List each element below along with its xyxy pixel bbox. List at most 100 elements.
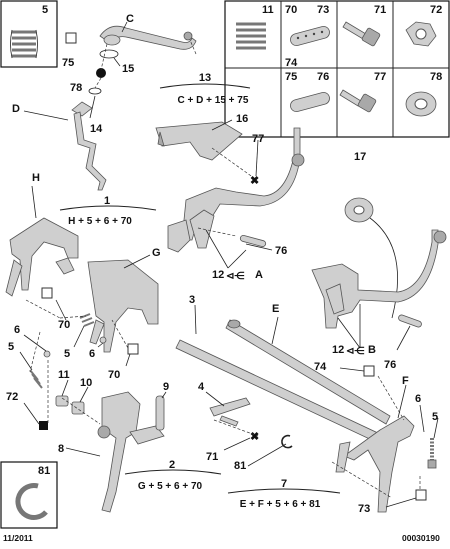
circlip-icon <box>15 483 48 520</box>
callout-71: 71 <box>206 451 218 463</box>
callout-A: A <box>255 269 263 281</box>
callout-70-left: 70 <box>58 319 70 331</box>
pin-76-upper <box>239 235 267 247</box>
callout-6-center: 6 <box>89 348 95 360</box>
callout-9: 9 <box>163 381 169 393</box>
callout-C: C <box>126 13 134 25</box>
arrow-icon-B: ⊲⋲ <box>346 346 364 357</box>
legend-frame <box>0 0 58 68</box>
callout-F: F <box>402 375 409 387</box>
callout-3: 3 <box>189 294 195 306</box>
legend-label-71: 71 <box>374 4 386 16</box>
nut-72-icon <box>405 21 437 47</box>
callout-1: 1 <box>104 195 110 207</box>
callout-17: 17 <box>354 151 366 163</box>
callout-13: 13 <box>199 72 211 84</box>
interlock-plate-4 <box>209 397 251 427</box>
fork-G <box>87 259 159 353</box>
callout-E: E <box>272 303 279 315</box>
legend-label-11: 11 <box>262 4 274 16</box>
ball-6-center <box>99 336 107 344</box>
selector-rail-assembly <box>167 127 305 253</box>
callout-77: 77 <box>252 133 264 145</box>
dowel-pin-icon <box>290 25 330 47</box>
bolt-72-marker <box>39 421 48 430</box>
callout-12-A: 12 <box>212 269 224 281</box>
callout-74: 74 <box>314 361 327 373</box>
callout-6-left: 6 <box>14 324 20 336</box>
circlip-81 <box>281 434 293 449</box>
group-7: 7 E + F + 5 + 6 + 81 <box>227 478 341 510</box>
callout-14: 14 <box>90 123 103 135</box>
legend-label-81: 81 <box>38 465 50 477</box>
group-1: 1 H + 5 + 6 + 70 <box>59 195 157 227</box>
lever-8 <box>97 391 141 513</box>
callout-7: 7 <box>281 478 287 490</box>
callout-15: 15 <box>122 63 134 75</box>
spring-11-icon <box>236 22 266 50</box>
footer-date: 11/2011 <box>3 533 33 543</box>
dashed-guides <box>25 39 421 499</box>
callout-5-center: 5 <box>64 348 70 360</box>
group-13: 13 C + D + 15 + 75 <box>159 72 251 106</box>
plunger-right <box>427 459 437 469</box>
selector-fork-16 <box>155 121 243 161</box>
legend-grid-fasteners: 11 70 73 74 71 72 75 76 77 <box>224 0 450 138</box>
group-1-formula: H + 5 + 6 + 70 <box>68 216 132 227</box>
legend-label-77: 77 <box>374 71 386 83</box>
callout-76-lower: 76 <box>384 359 396 371</box>
callout-D: D <box>12 103 20 115</box>
ball-78 <box>96 68 106 78</box>
bolt-77-marker: ✖ <box>250 175 259 187</box>
group-2-formula: G + 5 + 6 + 70 <box>138 481 203 492</box>
square-callout-markers <box>41 32 427 501</box>
callout-G: G <box>152 247 161 259</box>
leader-lines <box>19 21 439 508</box>
circlip-15 <box>99 49 119 59</box>
washer-14 <box>88 87 102 95</box>
callout-H: H <box>32 172 40 184</box>
callout-78: 78 <box>70 82 82 94</box>
pin-76-lower <box>398 314 422 328</box>
selector-assembly-B <box>311 229 447 329</box>
washer-78-icon <box>405 91 437 117</box>
legend-label-76: 76 <box>317 71 329 83</box>
roll-pin-icon <box>290 91 330 113</box>
legend-frame-81 <box>0 461 58 529</box>
callout-6-right: 6 <box>415 393 421 405</box>
shaft-9 <box>129 395 165 445</box>
bolt-71-marker: ✖ <box>250 431 259 443</box>
legend-label-73: 73 <box>317 4 329 16</box>
legend-label-75: 75 <box>285 71 297 83</box>
callout-5-right: 5 <box>432 411 438 423</box>
bolt-77-icon <box>339 89 377 113</box>
callout-4: 4 <box>198 381 205 393</box>
legend-box-spring-5: 5 <box>0 0 58 68</box>
legend-label-5: 5 <box>42 4 48 16</box>
callout-70-center: 70 <box>108 369 120 381</box>
callout-76-upper: 76 <box>275 245 287 257</box>
legend-label-72: 72 <box>430 4 442 16</box>
callout-2: 2 <box>169 459 175 471</box>
spring-5-left <box>29 369 43 389</box>
callout-5-left: 5 <box>8 341 14 353</box>
shaft-E <box>225 319 391 425</box>
callout-75: 75 <box>62 57 74 69</box>
callout-73: 73 <box>358 503 370 515</box>
legend-label-78: 78 <box>430 71 442 83</box>
legend-label-74: 74 <box>285 57 298 69</box>
group-2: 2 G + 5 + 6 + 70 <box>124 459 222 492</box>
shaft-D <box>71 101 107 191</box>
callout-12-B: 12 <box>332 344 344 356</box>
callout-B: B <box>368 344 376 356</box>
footer-reference: 00030190 <box>402 533 440 543</box>
spring-icon <box>10 29 38 59</box>
fork-H <box>5 217 79 297</box>
leader-17 <box>369 217 398 319</box>
callout-16: 16 <box>236 113 248 125</box>
callout-72: 72 <box>6 391 18 403</box>
magnet-ring-17 <box>344 197 374 223</box>
arrow-icon-A: ⊲⋲ <box>226 271 244 282</box>
